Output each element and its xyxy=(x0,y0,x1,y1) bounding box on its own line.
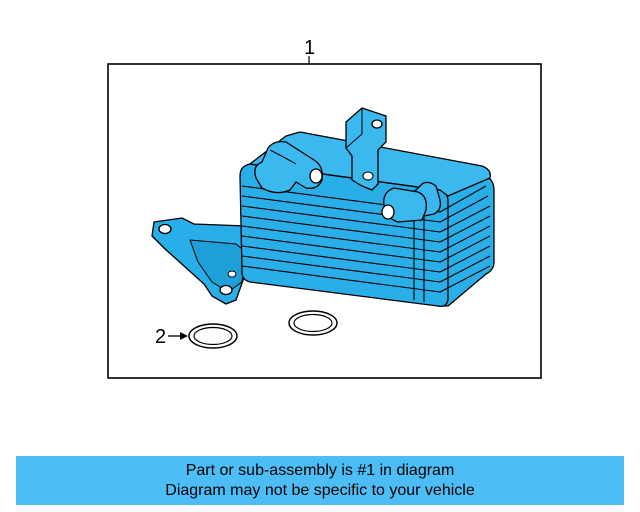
assembly-frame xyxy=(107,63,542,379)
left-elbow-fitting xyxy=(254,140,323,194)
banner-line-1: Part or sub-assembly is #1 in diagram xyxy=(185,461,455,479)
info-banner: Part or sub-assembly is #1 in diagram Di… xyxy=(16,456,624,505)
banner-line-2: Diagram may not be specific to your vehi… xyxy=(165,481,475,499)
callout-2-label: 2 xyxy=(155,326,166,348)
callout-1-label: 1 xyxy=(304,37,315,59)
o-ring-seal-right xyxy=(288,310,338,336)
o-ring-seal-left xyxy=(188,323,238,349)
oil-cooler-illustration xyxy=(151,107,495,308)
callout-2-arrow xyxy=(168,332,188,340)
parts-diagram: 1 xyxy=(107,37,542,379)
